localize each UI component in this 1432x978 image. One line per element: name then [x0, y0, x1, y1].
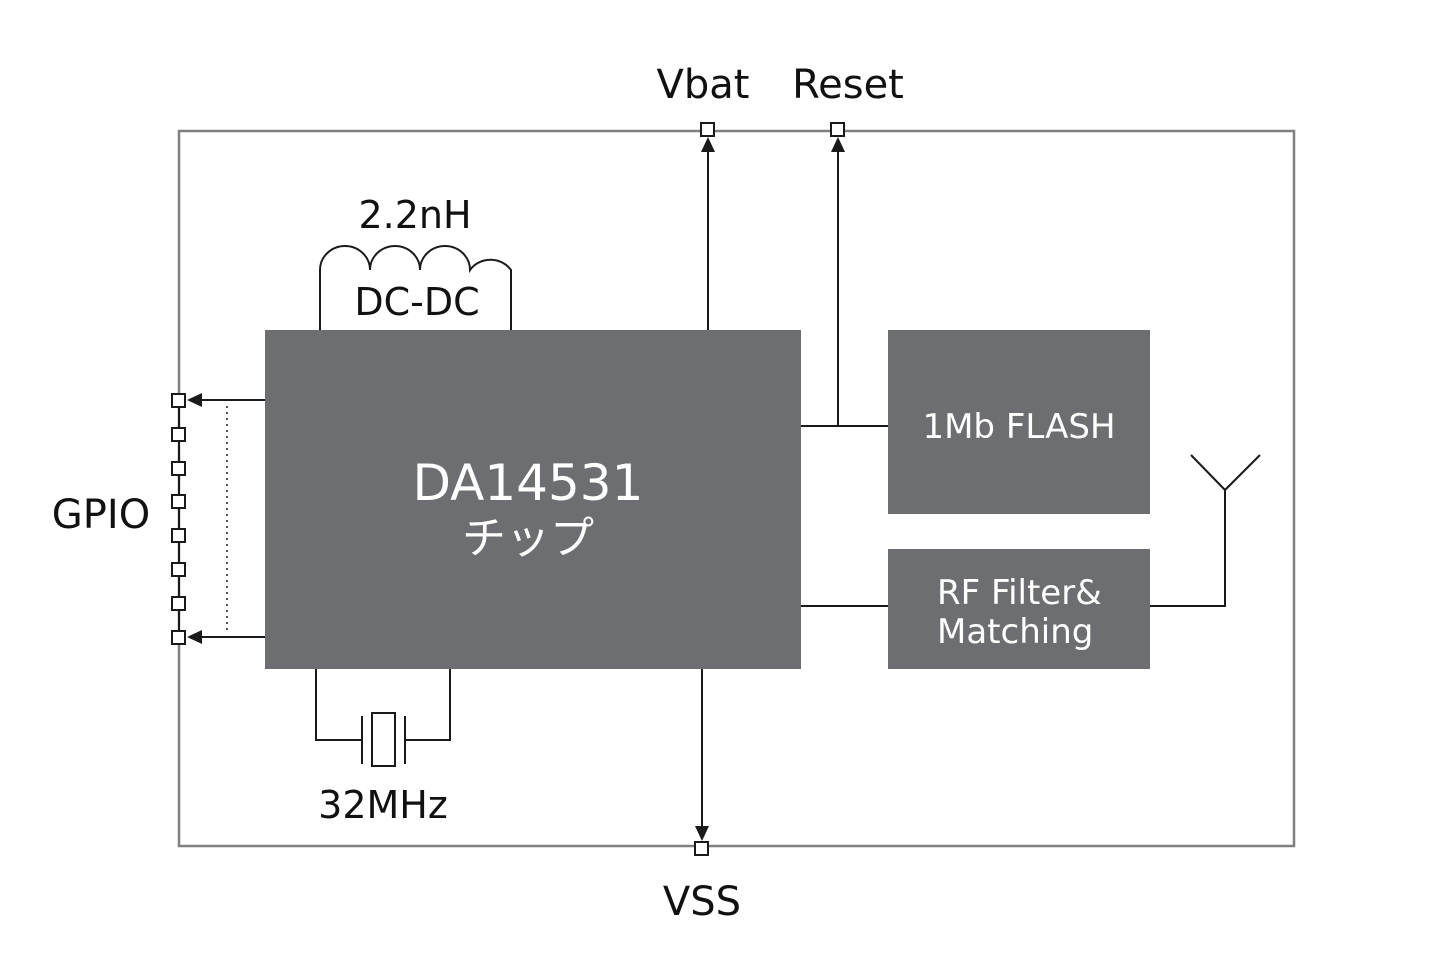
gpio-label: GPIO: [52, 492, 150, 538]
gpio-pin: [171, 596, 186, 611]
gpio-pin: [171, 630, 186, 645]
chip-suffix-label: チップ: [462, 513, 594, 564]
gpio-pin: [171, 528, 186, 543]
reset-connection: Reset: [792, 62, 904, 426]
gpio-pin: [171, 494, 186, 509]
vbat-label: Vbat: [657, 62, 750, 108]
dcdc-label: DC-DC: [354, 280, 479, 324]
crystal-frequency-label: 32MHz: [318, 783, 448, 827]
crystal-oscillator-icon: [315, 669, 451, 767]
flash-block: [888, 330, 1150, 514]
reset-pin: [830, 122, 845, 137]
gpio-pin: [171, 427, 186, 442]
vbat-connection: Vbat: [657, 62, 750, 330]
antenna-icon: [1150, 454, 1261, 607]
rf-filter-block: [888, 549, 1150, 669]
vbat-pin: [700, 122, 715, 137]
inductor-coil-icon: [319, 245, 512, 330]
reset-label: Reset: [792, 62, 904, 108]
vss-pin: [694, 841, 709, 856]
gpio-pin: [171, 393, 186, 408]
rf-filter-label-line2: Matching: [937, 612, 1093, 652]
chip-name-label: DA14531: [413, 454, 644, 512]
gpio-pins: [171, 393, 265, 645]
vss-connection: VSS: [663, 669, 741, 925]
vss-label: VSS: [663, 879, 741, 925]
flash-label: 1Mb FLASH: [922, 407, 1115, 447]
rf-filter-label-line1: RF Filter&: [937, 573, 1102, 613]
chip-block: [265, 330, 801, 669]
gpio-pin: [171, 562, 186, 577]
gpio-pin: [171, 461, 186, 476]
inductor-value-label: 2.2nH: [358, 193, 471, 237]
